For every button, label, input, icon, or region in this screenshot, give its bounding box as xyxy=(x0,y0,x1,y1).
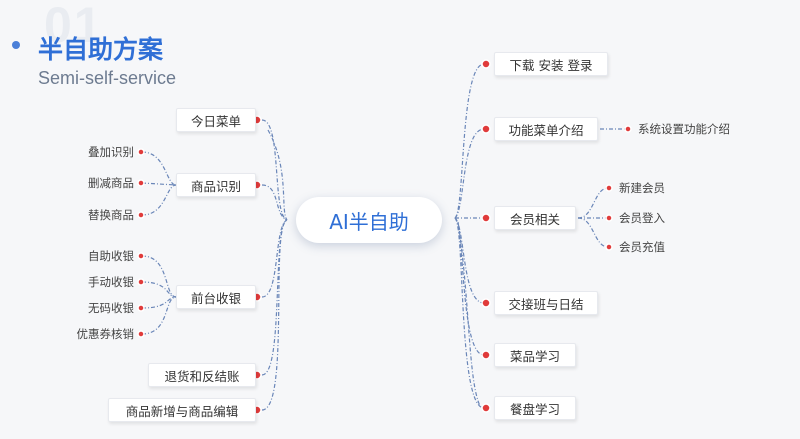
node-download-install-login[interactable]: 下载 安装 登录 xyxy=(494,52,608,76)
leaf-dot-icon xyxy=(137,148,145,156)
leaf-self-checkout: 自助收银 xyxy=(88,249,134,263)
node-goods-edit[interactable]: 商品新增与商品编辑 xyxy=(108,398,256,422)
node-front-checkout[interactable]: 前台收银 xyxy=(176,285,256,309)
leaf-coupon-writeoff: 优惠券核销 xyxy=(76,327,135,341)
leaf-dot-icon xyxy=(137,278,145,286)
page-title: 半自助方案 xyxy=(38,35,164,64)
leaf-dot-icon xyxy=(137,179,145,187)
leaf-manual-checkout: 手动收银 xyxy=(88,275,134,289)
node-dot-icon xyxy=(481,213,491,223)
leaf-overlay-recognition: 叠加识别 xyxy=(88,145,134,159)
background-number: 01 xyxy=(44,0,104,53)
node-dot-icon xyxy=(481,350,491,360)
leaf-new-member: 新建会员 xyxy=(619,181,665,195)
leaf-dot-icon xyxy=(605,184,613,192)
page-subtitle: Semi-self-service xyxy=(38,68,177,88)
leaf-dot-icon xyxy=(137,330,145,338)
node-dot-icon xyxy=(481,124,491,134)
node-dot-icon xyxy=(481,59,491,69)
node-today-menu[interactable]: 今日菜单 xyxy=(176,108,256,132)
node-goods-recognition[interactable]: 商品识别 xyxy=(176,173,256,197)
node-plate-learning[interactable]: 餐盘学习 xyxy=(494,396,576,420)
center-node[interactable]: AI半自助 xyxy=(296,197,442,243)
leaf-system-settings: 系统设置功能介绍 xyxy=(638,122,730,136)
leaf-dot-icon xyxy=(137,252,145,260)
node-refund[interactable]: 退货和反结账 xyxy=(148,363,256,387)
node-menu-intro[interactable]: 功能菜单介绍 xyxy=(494,117,598,141)
node-dish-learning[interactable]: 菜品学习 xyxy=(494,343,576,367)
leaf-member-recharge: 会员充值 xyxy=(619,240,665,254)
node-member[interactable]: 会员相关 xyxy=(494,206,576,230)
node-dot-icon xyxy=(481,403,491,413)
leaf-dot-icon xyxy=(137,304,145,312)
leaf-dot-icon xyxy=(624,125,632,133)
leaf-member-login: 会员登入 xyxy=(619,211,665,225)
leaf-dot-icon xyxy=(137,211,145,219)
leaf-dot-icon xyxy=(605,214,613,222)
leaf-nocode-checkout: 无码收银 xyxy=(88,301,134,315)
leaf-dot-icon xyxy=(605,243,613,251)
node-dot-icon xyxy=(481,298,491,308)
leaf-reduce-goods: 删减商品 xyxy=(88,176,134,190)
leaf-replace-goods: 替换商品 xyxy=(88,208,134,222)
node-shift-settlement[interactable]: 交接班与日结 xyxy=(494,291,598,315)
title-bullet-icon xyxy=(12,41,20,49)
